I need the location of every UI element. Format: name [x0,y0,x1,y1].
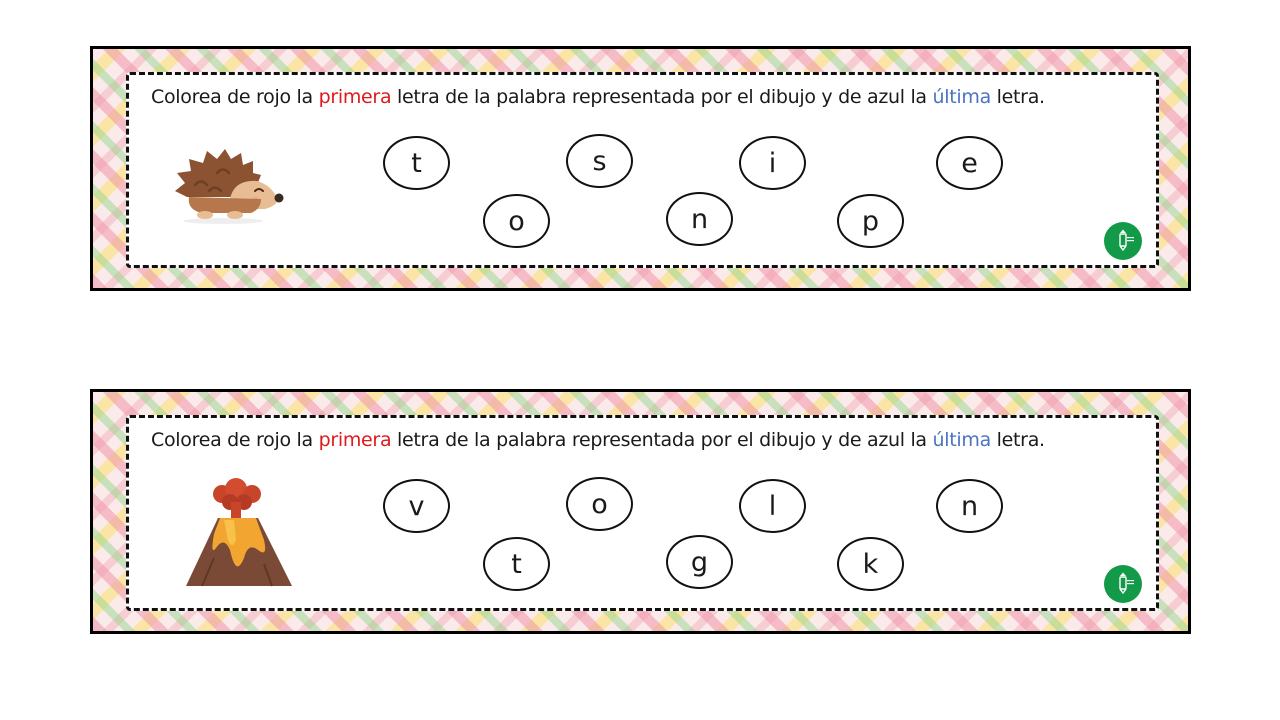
letter-circle[interactable]: i [739,136,806,190]
word-primera: primera [318,429,392,451]
instruction-part: letra. [990,429,1045,451]
exercise-panel: Colorea de rojo la primera letra de la p… [126,72,1159,268]
word-primera: primera [318,86,392,108]
instruction-text: Colorea de rojo la primera letra de la p… [151,86,1045,108]
letter-circle[interactable]: o [483,194,550,248]
instruction-part: Colorea de rojo la [151,429,319,451]
letter-circle[interactable]: e [936,136,1003,190]
pencil-icon [1119,572,1134,595]
letter-circle[interactable]: g [666,535,733,589]
letter-circle[interactable]: n [666,192,733,246]
exercise-panel: Colorea de rojo la primera letra de la p… [126,415,1159,611]
letter-circle[interactable]: o [566,477,633,531]
letter-circle[interactable]: l [739,479,806,533]
volcano-illustration [186,478,292,587]
letter-circle[interactable]: v [383,479,450,533]
exercise-card-1: Colorea de rojo la primera letra de la p… [90,46,1191,291]
letter-circle[interactable]: s [566,134,633,188]
word-ultima: última [932,86,992,108]
publisher-logo [1104,222,1142,260]
letter-circle[interactable]: t [383,136,450,190]
pencil-icon [1119,229,1134,252]
instruction-part: letra de la palabra representada por el … [391,429,933,451]
letter-circle[interactable]: p [837,194,904,248]
instruction-part: letra de la palabra representada por el … [391,86,933,108]
letter-circle[interactable]: k [837,537,904,591]
exercise-card-2: Colorea de rojo la primera letra de la p… [90,389,1191,634]
word-ultima: última [932,429,992,451]
instruction-text: Colorea de rojo la primera letra de la p… [151,429,1045,451]
publisher-logo [1104,565,1142,603]
letter-circle[interactable]: t [483,537,550,591]
instruction-part: Colorea de rojo la [151,86,319,108]
instruction-part: letra. [990,86,1045,108]
letter-circle[interactable]: n [936,479,1003,533]
hedgehog-illustration [175,149,284,224]
